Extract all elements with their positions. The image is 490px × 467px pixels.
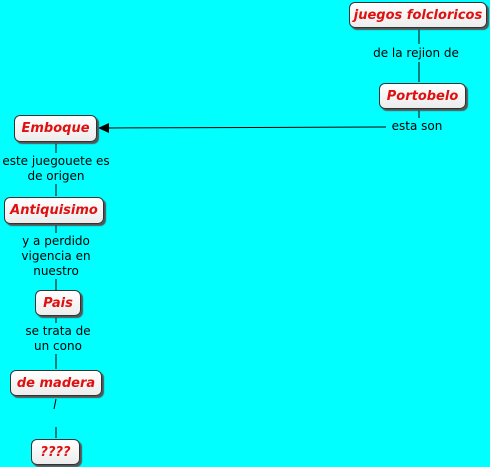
concept-emboque[interactable]: Emboque bbox=[14, 115, 97, 142]
arrowhead-emboque bbox=[98, 123, 109, 133]
concept-portobelo[interactable]: Portobelo bbox=[379, 83, 466, 109]
concept-label: Pais bbox=[43, 295, 73, 311]
link-son-emboque bbox=[107, 126, 389, 129]
concept-pais[interactable]: Pais bbox=[35, 290, 81, 316]
concept-de-madera[interactable]: de madera bbox=[10, 370, 102, 396]
phrase-se-trata-de-un-cono: se trata de un cono bbox=[18, 324, 98, 354]
concept-juegos-folcloricos[interactable]: juegos folcloricos bbox=[349, 2, 487, 28]
concept-label: Antiquisimo bbox=[10, 203, 98, 218]
phrase-esta-son: esta son bbox=[386, 119, 448, 134]
concept-unknown[interactable]: ???? bbox=[31, 439, 80, 465]
link-madera-unknown bbox=[53, 398, 57, 410]
concept-label: Emboque bbox=[21, 121, 90, 136]
concept-label: Portobelo bbox=[386, 88, 459, 104]
concept-label: juegos folcloricos bbox=[353, 7, 483, 23]
phrase-de-la-rejion-de: de la rejion de bbox=[366, 46, 466, 61]
concept-label: ???? bbox=[40, 444, 71, 460]
concept-label: de madera bbox=[16, 375, 96, 391]
concept-antiquisimo[interactable]: Antiquisimo bbox=[4, 197, 104, 224]
phrase-este-juegouete-es-de-origen: este juegouete es de origen bbox=[0, 154, 112, 184]
phrase-y-a-perdido-vigencia-en-nuestro: y a perdido vigencia en nuestro bbox=[12, 234, 100, 279]
